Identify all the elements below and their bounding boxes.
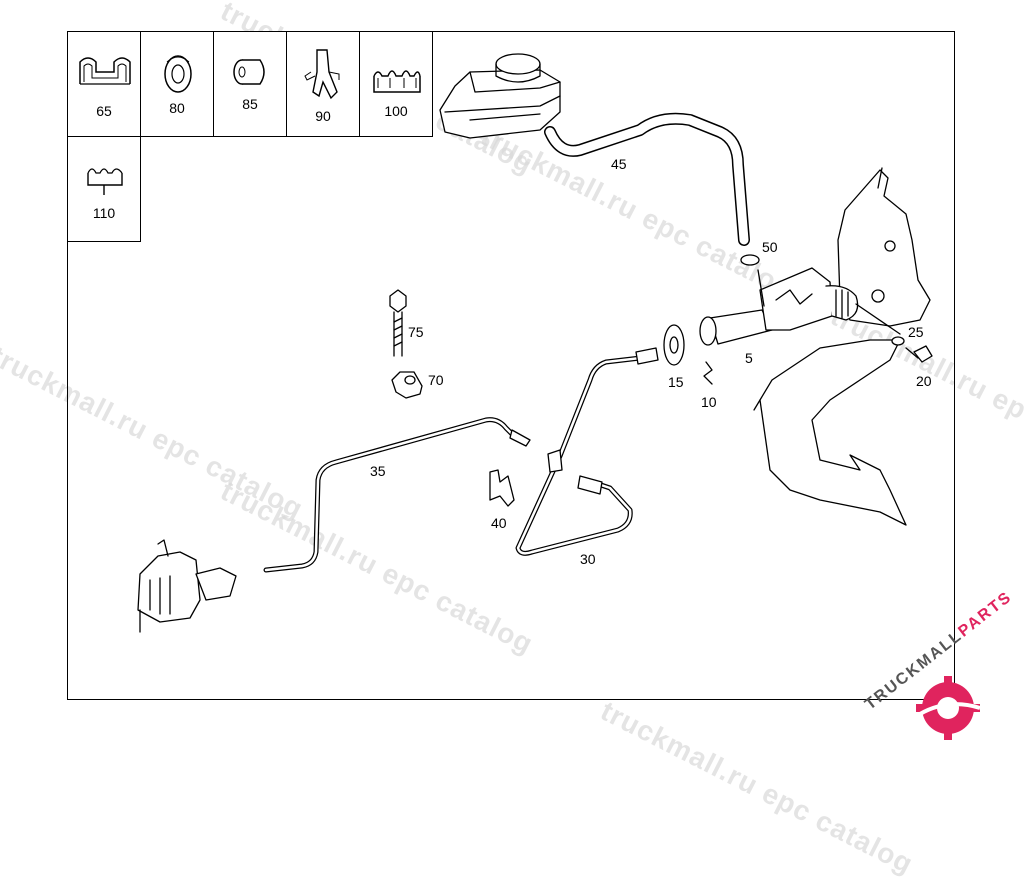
small-part-cell[interactable]: 110 <box>67 136 141 242</box>
bolt-icon <box>905 345 933 363</box>
washer-icon <box>891 336 905 346</box>
part-number-label: 80 <box>169 100 185 116</box>
multi-clip-icon <box>373 70 421 93</box>
callout-50: 50 <box>762 239 778 255</box>
clip-icon <box>79 57 131 85</box>
part-number-label: 65 <box>96 103 112 119</box>
pipe-holder-icon <box>489 469 515 507</box>
part-number-label: 100 <box>384 103 408 119</box>
clutch-hydraulics-drawing <box>137 53 933 633</box>
callout-40: 40 <box>491 515 507 531</box>
clutch-pipe-30-icon <box>515 347 659 556</box>
callout-10: 10 <box>701 394 717 410</box>
callout-70: 70 <box>428 372 444 388</box>
diagram-frame <box>67 31 955 700</box>
small-part-cell[interactable]: 100 <box>359 31 433 137</box>
clutch-pipe-35-icon <box>263 417 531 573</box>
callout-45: 45 <box>611 156 627 172</box>
callout-30: 30 <box>580 551 596 567</box>
mount-grommet-icon <box>391 371 423 399</box>
callout-75: 75 <box>408 324 424 340</box>
callout-5: 5 <box>745 350 753 366</box>
reservoir-hose-icon <box>544 112 750 246</box>
small-part-cell[interactable]: 90 <box>286 31 360 137</box>
pipe-clip-icon <box>87 168 123 195</box>
callout-20: 20 <box>916 373 932 389</box>
part-number-label: 90 <box>315 108 331 124</box>
small-part-cell[interactable]: 85 <box>213 31 287 137</box>
clutch-pedal-icon <box>753 167 931 526</box>
grommet-icon <box>164 55 192 93</box>
fluid-reservoir-icon <box>439 53 561 139</box>
part-number-label: 85 <box>242 96 258 112</box>
retaining-pin-icon <box>703 361 713 385</box>
slave-cylinder-icon <box>137 539 237 633</box>
seal-ring-icon <box>663 324 685 366</box>
hose-clamp-icon <box>740 254 760 266</box>
stud-bolt-icon <box>389 289 407 357</box>
gear-logo-icon <box>916 676 981 740</box>
bushing-icon <box>233 59 265 85</box>
part-number-label: 110 <box>92 205 116 221</box>
callout-15: 15 <box>668 374 684 390</box>
callout-25: 25 <box>908 324 924 340</box>
master-cylinder-icon <box>699 267 901 346</box>
bracket-clip-icon <box>304 49 340 100</box>
callout-35: 35 <box>370 463 386 479</box>
